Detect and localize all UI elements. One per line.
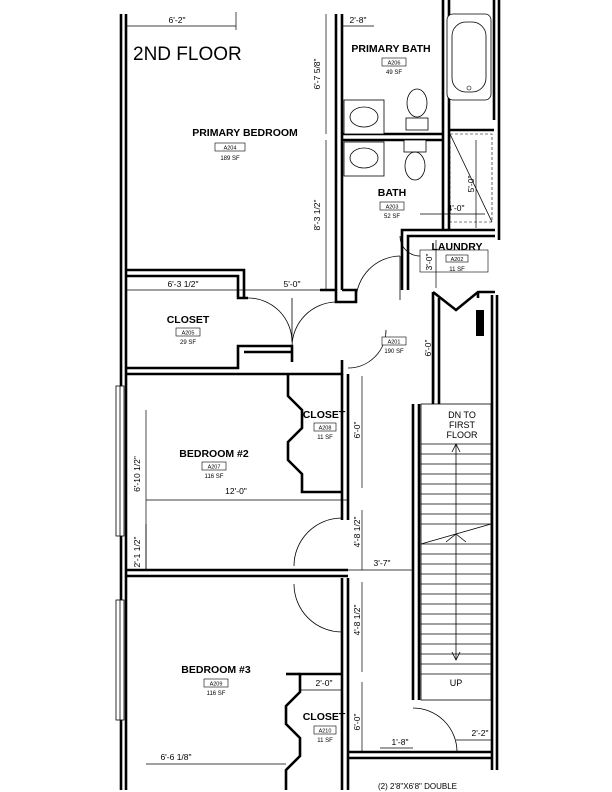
room-closet-a205: CLOSET A205 29 SF [167,314,210,346]
room-tag: A204 [224,146,237,152]
dimension-label: 6'-10 1/2" [132,456,142,492]
room-laundry: LAUNDRY A202 11 SF [432,241,483,273]
doors [247,235,458,753]
room-area: 11 SF [317,738,333,744]
room-tag-box [379,201,405,211]
dimension-label: 2'-2" [472,728,489,738]
room-tag-box [381,57,407,67]
room-tag-box [445,254,469,263]
room-primary-bath: PRIMARY BATH A206 49 SF [351,43,430,76]
dimension-label: 6'-7 5/8" [312,58,322,89]
stair-note-line: DN TO [448,410,476,420]
staircase [420,403,492,701]
room-name: BEDROOM #2 [179,448,249,460]
dimension-label: 2'-0" [316,678,333,688]
room-name: CLOSET [167,314,210,326]
dimension-label: 5'-0" [466,176,476,193]
room-name: PRIMARY BATH [351,43,430,55]
room-name: BEDROOM #3 [181,664,251,676]
stair-note-background [440,408,484,440]
room-tag: A206 [388,61,401,67]
dimension-label: 3'-0" [424,254,434,271]
room-tag-box [381,336,407,346]
room-bedroom-3: BEDROOM #3 A209 116 SF [181,664,251,697]
dimension-label: 6'-0" [423,340,433,357]
room-tag-box [175,327,201,337]
floor-title: 2ND FLOOR [133,44,242,65]
dimension-label: 5'-0" [284,279,301,289]
room-tag: A205 [182,331,195,337]
dimension-label: 6'-2" [169,15,186,25]
room-name: CLOSET [303,711,346,723]
room-primary-bedroom: PRIMARY BEDROOM A204 189 SF [192,127,298,162]
bath-fixtures [343,13,493,273]
stair-up-background [446,676,466,688]
room-tag-box [313,422,337,432]
room-closet-a210: CLOSET A210 11 SF [303,711,346,744]
dimension-label: 12'-0" [225,486,247,496]
room-area: 11 SF [449,267,465,273]
dimension-label: 2'-8" [350,15,367,25]
dimension-label: 6'-3 1/2" [167,279,198,289]
dimension-lines [126,12,492,765]
stair-up-label: UP [450,678,463,688]
room-bedroom-2: BEDROOM #2 A207 116 SF [179,448,249,480]
room-tag: A203 [386,205,399,211]
room-tag: A208 [319,426,332,432]
dimension-label: 4'-8 1/2" [352,516,362,547]
room-tag: A207 [208,465,221,471]
room-tag-box [201,461,227,471]
dimension-label: 1'-8" [392,737,409,747]
room-area: 190 SF [384,349,404,355]
room-name: PRIMARY BEDROOM [192,127,298,139]
dimension-label: 4'-0" [448,203,465,213]
room-area: 116 SF [205,474,224,480]
windows [115,310,484,721]
room-tag-box [214,142,246,152]
room-name: BATH [378,187,406,199]
room-closet-a208: CLOSET A208 11 SF [303,409,346,441]
door-note: (2) 2'8"X6'8" DOUBLE [378,782,457,791]
room-area: 49 SF [386,70,402,76]
room-tag-box [203,678,229,688]
dimension-label: 3'-7" [374,558,391,568]
room-hall-a201: A201 190 SF [381,336,407,355]
dimension-label: 6'-0" [352,714,362,731]
room-area: 52 SF [384,214,400,220]
room-area: 29 SF [180,340,196,346]
room-tag: A210 [319,729,332,735]
room-tag: A202 [451,257,464,263]
room-area: 116 SF [207,691,226,697]
room-bath: BATH A203 52 SF [378,187,406,220]
room-tag: A201 [388,340,401,346]
dimension-label: 6'-6 1/8" [160,752,191,762]
dimension-label: 8'-3 1/2" [312,199,322,230]
room-name: CLOSET [303,409,346,421]
dimension-labels: 6'-2" 2'-8" 6'-7 5/8" 8'-3 1/2" 5'-0" 4'… [132,15,488,762]
room-name: LAUNDRY [432,241,483,253]
dimension-label: 2'-1 1/2" [132,536,142,567]
stair-note-line: FIRST [449,420,476,430]
dimension-label: 4'-8 1/2" [352,604,362,635]
stair-note-line: FLOOR [446,430,478,440]
dimension-label: 6'-0" [352,422,362,439]
room-tag: A209 [210,682,223,688]
room-tag-box [313,725,337,735]
room-area: 189 SF [220,156,240,162]
room-area: 11 SF [317,435,333,441]
